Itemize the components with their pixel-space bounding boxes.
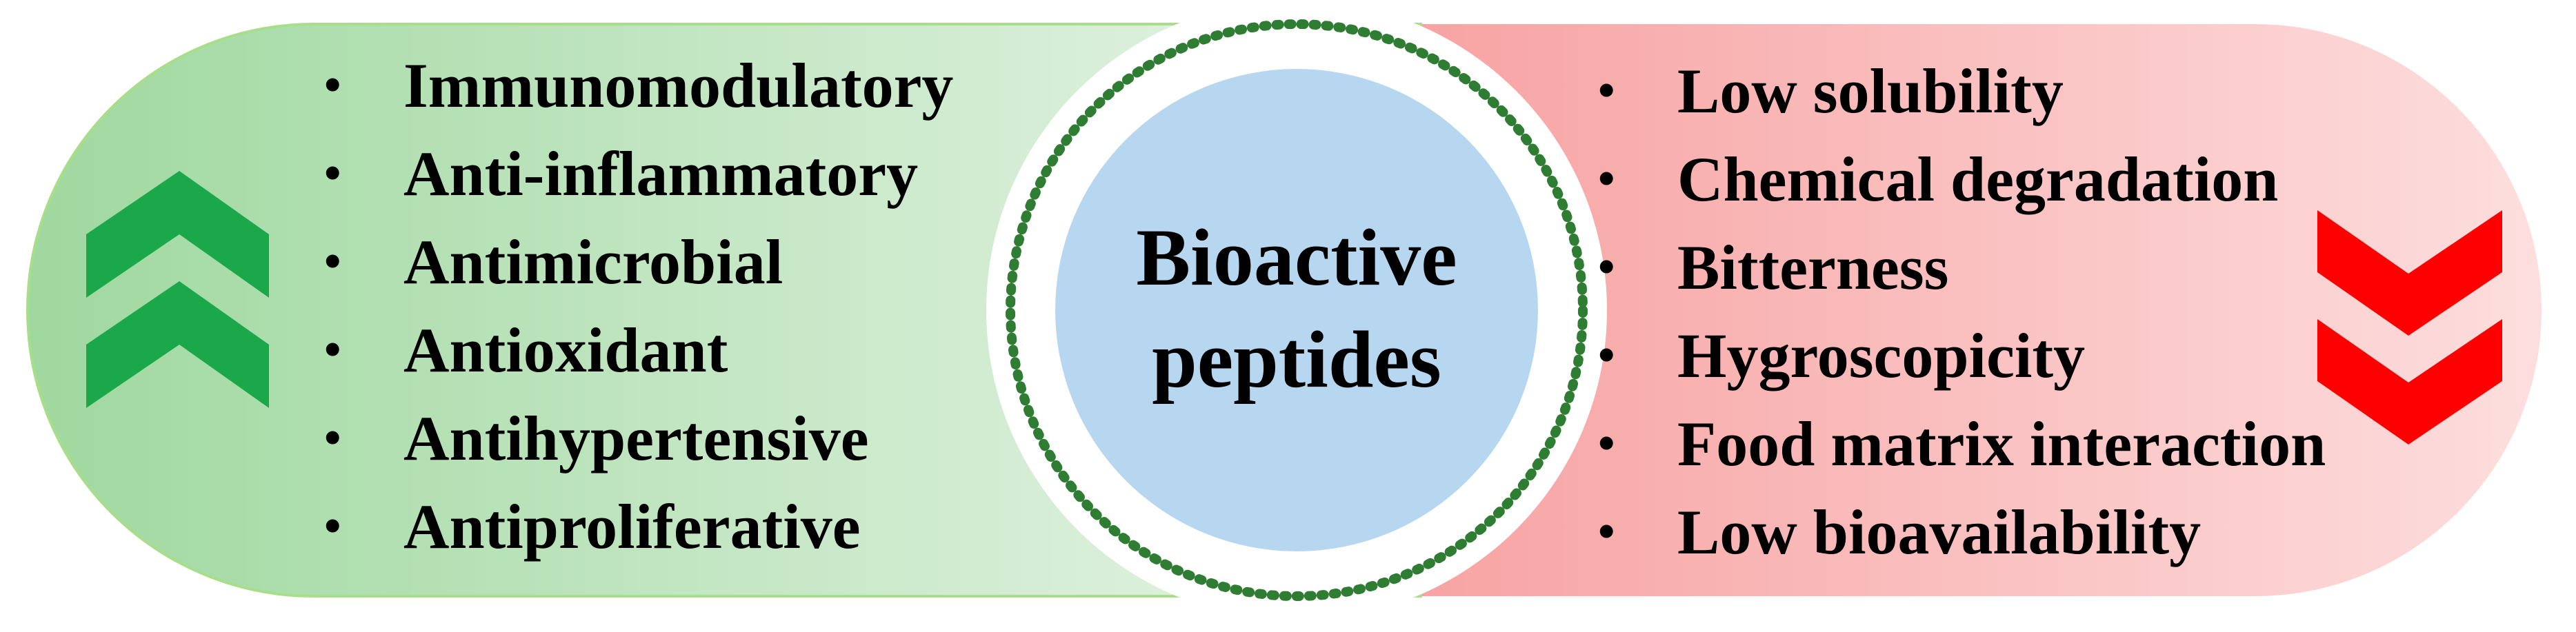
challenges-panel <box>1362 24 2542 596</box>
benefit-item-label: Antimicrobial <box>403 227 783 297</box>
center-title-line2: peptides <box>1152 314 1441 405</box>
challenge-item: • Hygroscopicity <box>1598 312 2326 400</box>
center-disc <box>1055 69 1538 551</box>
bullet-icon: • <box>1598 64 1615 117</box>
bullet-icon: • <box>324 235 341 288</box>
bullet-icon: • <box>324 59 341 112</box>
benefit-item-label: Anti-inflammatory <box>403 139 919 209</box>
challenge-item-label: Low bioavailability <box>1677 497 2201 567</box>
benefit-item: • Antimicrobial <box>324 218 953 306</box>
benefit-item: • Immunomodulatory <box>324 41 954 130</box>
challenge-item-label: Food matrix interaction <box>1677 409 2326 479</box>
challenge-item: • Bitterness <box>1598 223 2326 312</box>
bullet-icon: • <box>324 411 341 465</box>
bullet-icon: • <box>324 147 341 200</box>
bullet-icon: • <box>1598 241 1615 294</box>
double-chevron-down-icon <box>2317 210 2502 445</box>
benefit-item: • Antioxidant <box>324 306 953 394</box>
double-chevron-up-icon <box>86 171 269 408</box>
benefit-item: • Antiproliferative <box>324 482 953 571</box>
benefits-list: • Immunomodulatory • Anti-inflammatory • Anti… <box>324 41 954 571</box>
benefit-item-label: Antioxidant <box>403 315 728 385</box>
challenge-item-label: Bitterness <box>1677 232 1949 303</box>
challenge-item: • Chemical degradation <box>1598 135 2326 223</box>
challenges-list: • Low solubility • Chemical degradation • Bit… <box>1598 47 2326 576</box>
bullet-icon: • <box>324 500 341 553</box>
center-title-line1: Bioactive <box>1136 212 1457 303</box>
center-title: Bioactive peptides <box>1041 207 1552 411</box>
benefit-item: • Anti-inflammatory <box>324 130 953 218</box>
dotted-ring <box>1006 19 1588 601</box>
challenge-item-label: Low solubility <box>1677 56 2064 126</box>
challenge-item: • Low solubility <box>1598 47 2326 135</box>
benefit-item: • Antihypertensive <box>324 394 953 482</box>
benefit-item-label: Antiproliferative <box>403 491 861 562</box>
bullet-icon: • <box>1598 417 1615 470</box>
challenge-item: • Food matrix interaction <box>1598 400 2326 488</box>
benefit-item-label: Antihypertensive <box>403 403 869 473</box>
bullet-icon: • <box>1598 505 1615 558</box>
challenge-item-label: Chemical degradation <box>1677 144 2279 214</box>
benefit-item-label: Immunomodulatory <box>403 50 954 121</box>
bullet-icon: • <box>1598 329 1615 382</box>
challenge-item-label: Hygroscopicity <box>1677 320 2086 391</box>
challenge-item: • Low bioavailability <box>1598 488 2326 576</box>
bullet-icon: • <box>324 323 341 376</box>
bullet-icon: • <box>1598 152 1615 205</box>
